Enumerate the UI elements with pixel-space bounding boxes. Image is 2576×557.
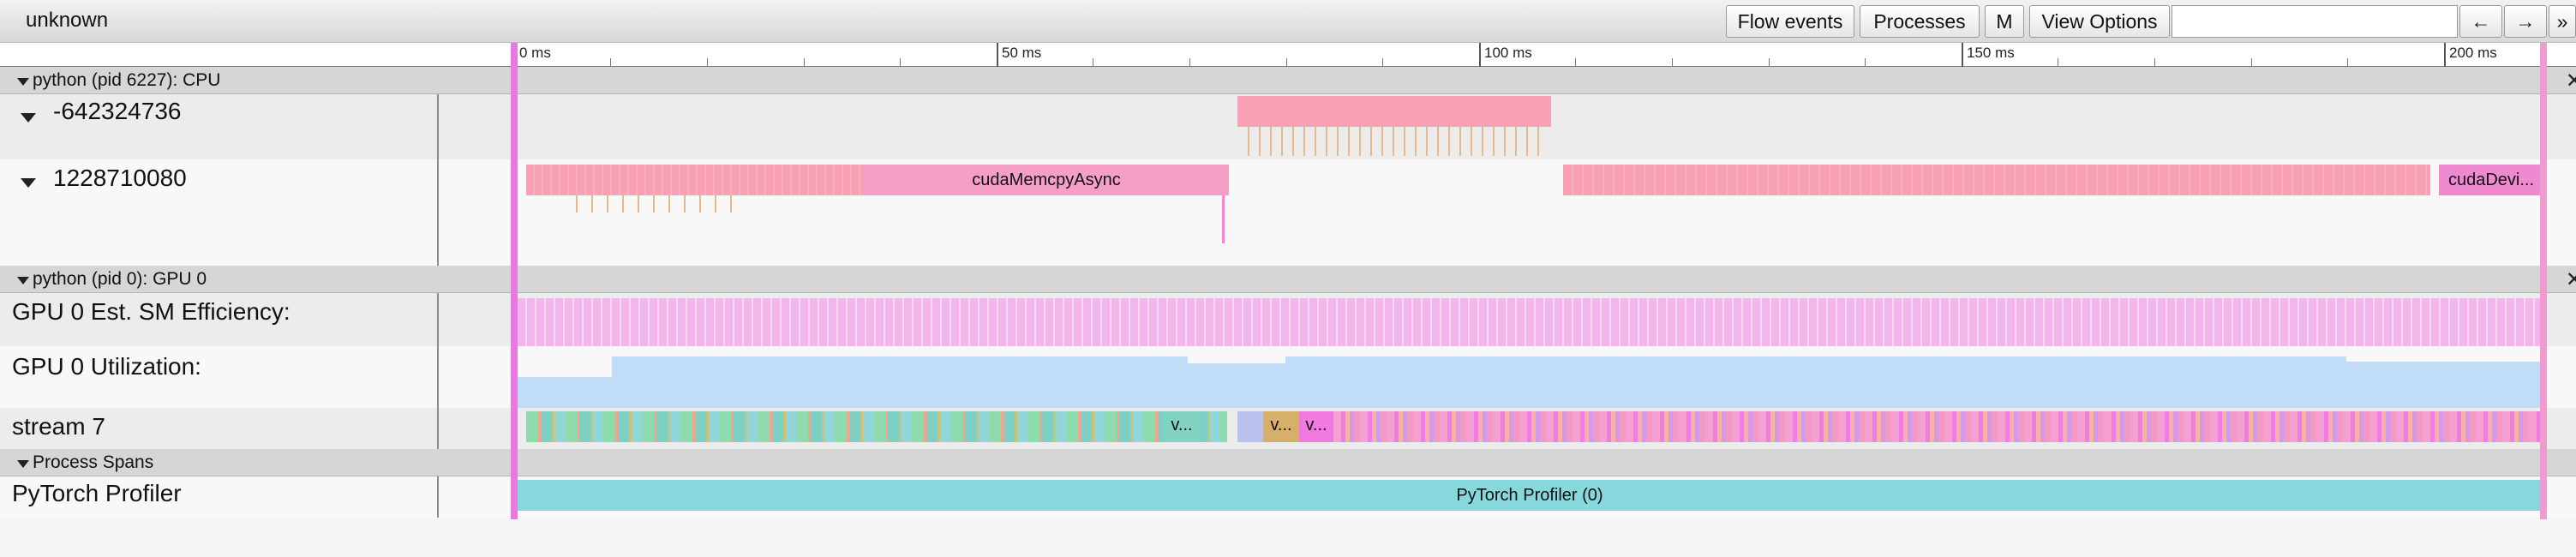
row-header: -642324736 bbox=[0, 94, 439, 159]
stream-label: stream 7 bbox=[12, 413, 105, 440]
search-input[interactable] bbox=[2172, 5, 2458, 38]
close-icon[interactable]: ✕ bbox=[2565, 268, 2576, 291]
top-toolbar: unknown Flow events Processes M View Opt… bbox=[0, 0, 2576, 43]
row-header: GPU 0 Utilization: bbox=[0, 346, 439, 408]
processes-button[interactable]: Processes bbox=[1860, 5, 1980, 38]
cudadevicesync-slice[interactable]: cudaDevi... bbox=[2439, 165, 2543, 195]
profiler-label: PyTorch Profiler bbox=[12, 480, 182, 506]
next-arrow-icon[interactable]: → bbox=[2504, 5, 2547, 38]
m-button[interactable]: M bbox=[1985, 5, 2024, 38]
sm-efficiency-row[interactable]: GPU 0 Est. SM Efficiency: bbox=[0, 293, 2576, 346]
child-slice[interactable] bbox=[1222, 195, 1225, 243]
cpu-slice[interactable] bbox=[1563, 165, 2430, 195]
kernel-slice[interactable]: v... bbox=[1299, 411, 1333, 442]
cudamemcpyasync-slice[interactable]: cudaMemcpyAsync bbox=[864, 165, 1229, 195]
profiler-row[interactable]: PyTorch Profiler PyTorch Profiler (0) bbox=[0, 476, 2576, 518]
range-marker-start[interactable] bbox=[511, 43, 518, 519]
row-header: stream 7 bbox=[0, 408, 439, 449]
row-header: PyTorch Profiler bbox=[0, 476, 439, 518]
utilization-counter[interactable] bbox=[1188, 363, 1285, 408]
ruler-label-0: 0 ms bbox=[519, 45, 551, 61]
ruler-label-50: 50 ms bbox=[1002, 45, 1042, 61]
ruler-tick bbox=[1479, 43, 1481, 67]
stream-row[interactable]: stream 7 v... v... v... bbox=[0, 408, 2576, 449]
section-spans-label: Process Spans bbox=[33, 452, 154, 472]
ruler-label-100: 100 ms bbox=[1484, 45, 1532, 61]
utilization-counter[interactable] bbox=[612, 356, 1188, 408]
ruler-tick bbox=[1962, 43, 1963, 67]
kernel-slices[interactable] bbox=[526, 411, 1227, 442]
thread-label: -642324736 bbox=[53, 98, 182, 124]
view-options-button[interactable]: View Options bbox=[2029, 5, 2170, 38]
utilization-counter[interactable] bbox=[1285, 356, 2346, 408]
child-slices[interactable] bbox=[576, 195, 744, 213]
section-cpu-label: python (pid 6227): CPU bbox=[33, 70, 221, 90]
section-process-spans[interactable]: Process Spans bbox=[0, 449, 2576, 476]
sm-efficiency-counter[interactable] bbox=[518, 298, 2543, 346]
utilization-counter[interactable] bbox=[518, 377, 612, 408]
kernel-slices[interactable] bbox=[1333, 411, 2543, 442]
range-marker-end[interactable] bbox=[2540, 43, 2547, 519]
prev-arrow-icon[interactable]: ← bbox=[2459, 5, 2502, 38]
thread-label: 1228710080 bbox=[53, 165, 187, 191]
cpu-slice[interactable] bbox=[526, 165, 864, 195]
row-header: GPU 0 Est. SM Efficiency: bbox=[0, 293, 439, 346]
ruler-label-200: 200 ms bbox=[2449, 45, 2497, 61]
row-header: 1228710080 bbox=[0, 159, 439, 266]
child-slices[interactable] bbox=[1248, 127, 1544, 156]
flow-events-button[interactable]: Flow events bbox=[1726, 5, 1854, 38]
time-ruler[interactable]: 0 ms 50 ms 100 ms 150 ms 200 ms bbox=[439, 43, 2576, 67]
kernel-slice[interactable] bbox=[1237, 411, 1263, 442]
section-cpu[interactable]: python (pid 6227): CPU ✕ bbox=[0, 67, 2576, 94]
pytorch-profiler-slice[interactable]: PyTorch Profiler (0) bbox=[516, 480, 2543, 511]
kernel-slice[interactable]: v... bbox=[1263, 411, 1299, 442]
more-chevron-icon[interactable]: » bbox=[2549, 5, 2576, 38]
ruler-tick bbox=[2444, 43, 2446, 67]
thread-row[interactable]: -642324736 bbox=[0, 94, 2576, 159]
kernel-slice[interactable]: v... bbox=[1164, 411, 1200, 442]
ruler-spacer bbox=[0, 43, 439, 67]
section-gpu-label: python (pid 0): GPU 0 bbox=[33, 269, 207, 289]
collapse-triangle-icon[interactable] bbox=[21, 113, 36, 123]
collapse-triangle-icon[interactable] bbox=[21, 178, 36, 188]
thread-row[interactable]: 1228710080 cudaMemcpyAsync cudaDevi... bbox=[0, 159, 2576, 266]
utilization-row[interactable]: GPU 0 Utilization: bbox=[0, 346, 2576, 408]
utilization-label: GPU 0 Utilization: bbox=[12, 353, 201, 380]
ruler-label-150: 150 ms bbox=[1967, 45, 2015, 61]
collapse-triangle-icon[interactable] bbox=[17, 460, 29, 468]
collapse-triangle-icon[interactable] bbox=[17, 78, 29, 86]
section-gpu[interactable]: python (pid 0): GPU 0 ✕ bbox=[0, 266, 2576, 293]
trace-title: unknown bbox=[26, 9, 109, 32]
collapse-triangle-icon[interactable] bbox=[17, 277, 29, 284]
close-icon[interactable]: ✕ bbox=[2565, 69, 2576, 93]
utilization-counter[interactable] bbox=[2346, 362, 2543, 408]
cpu-slice[interactable] bbox=[1237, 96, 1551, 127]
sm-efficiency-label: GPU 0 Est. SM Efficiency: bbox=[12, 298, 291, 325]
ruler-tick bbox=[997, 43, 998, 67]
